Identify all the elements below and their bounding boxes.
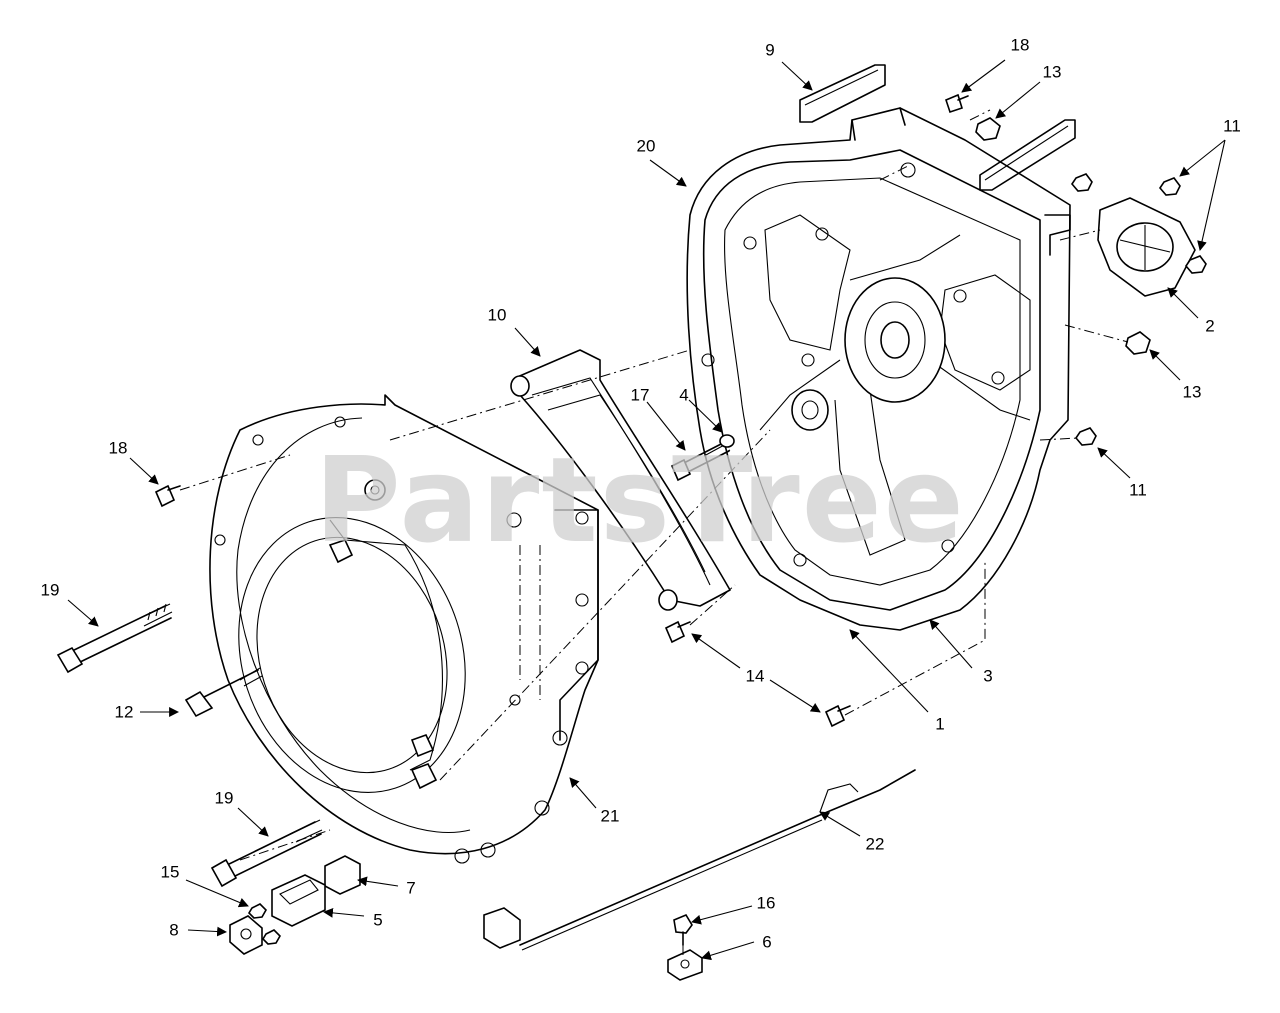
callout-2: 2 xyxy=(1205,316,1215,336)
weather-strip-9 xyxy=(799,64,886,123)
callout-18-top: 18 xyxy=(1010,35,1030,55)
callout-20: 20 xyxy=(636,136,656,156)
callout-13-top: 13 xyxy=(1042,62,1062,82)
callout-18-left: 18 xyxy=(108,438,128,458)
assembly-centerlines xyxy=(179,109,1129,955)
callout-14: 14 xyxy=(745,666,765,686)
partstree-watermark: PartsTree xyxy=(314,431,966,569)
nut-15 xyxy=(247,903,267,919)
callout-11-right: 11 xyxy=(1129,480,1147,500)
callout-8: 8 xyxy=(169,920,179,940)
front-shroud-21 xyxy=(209,394,599,864)
callout-6: 6 xyxy=(762,932,772,952)
nut-13-top xyxy=(975,117,1001,141)
switch-5 xyxy=(271,874,326,927)
bolt-19-upper xyxy=(56,603,173,674)
callout-4: 4 xyxy=(679,385,689,405)
callout-5: 5 xyxy=(373,910,383,930)
screws-14 xyxy=(664,620,851,728)
rear-blower-housing xyxy=(686,107,1071,631)
callout-3: 3 xyxy=(983,666,993,686)
weather-strip-upper-right xyxy=(979,119,1076,191)
screw-16 xyxy=(673,913,693,946)
screw-18-left xyxy=(154,484,181,508)
cover-plate-2 xyxy=(1097,197,1196,297)
connector-8 xyxy=(229,915,263,955)
callout-leaders xyxy=(67,59,1226,961)
wire-harness-22 xyxy=(483,769,916,951)
callout-9: 9 xyxy=(765,40,775,60)
callout-11-top: 11 xyxy=(1223,116,1241,136)
callout-21: 21 xyxy=(600,806,620,826)
callout-12: 12 xyxy=(114,702,134,722)
bolt-19-lower xyxy=(210,819,323,888)
callout-22: 22 xyxy=(865,834,885,854)
duct-10 xyxy=(510,349,731,611)
callout-13-right: 13 xyxy=(1182,382,1202,402)
callout-16: 16 xyxy=(756,893,776,913)
terminal-6 xyxy=(667,949,703,981)
nut-13-right xyxy=(1125,331,1151,355)
callout-19-lower: 19 xyxy=(214,788,234,808)
callout-15: 15 xyxy=(160,862,180,882)
nuts-11 xyxy=(1070,173,1207,446)
screw-18-top xyxy=(945,93,969,114)
callout-7: 7 xyxy=(406,878,416,898)
bracket-7 xyxy=(324,855,361,895)
washer-4 xyxy=(719,434,735,448)
bolt-17 xyxy=(670,441,731,482)
callout-1: 1 xyxy=(935,714,945,734)
nut-small xyxy=(261,929,281,945)
callout-19-upper: 19 xyxy=(40,580,60,600)
callout-17: 17 xyxy=(630,385,650,405)
callout-10: 10 xyxy=(487,305,507,325)
stud-12 xyxy=(184,667,263,718)
